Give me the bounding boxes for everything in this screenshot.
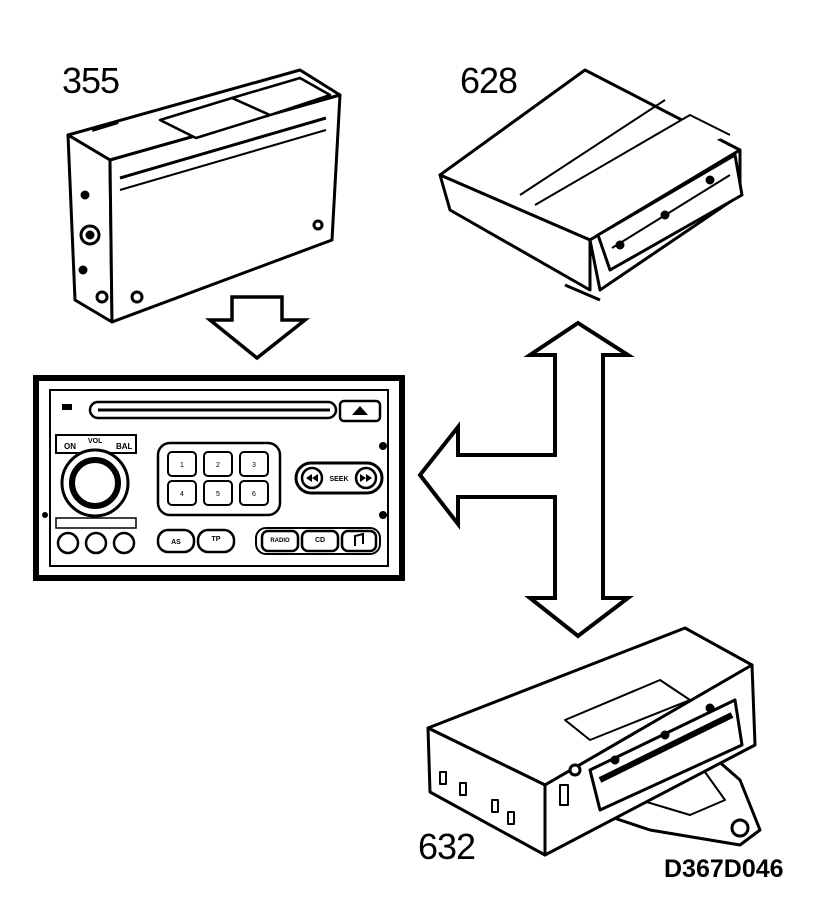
- treble-button[interactable]: [112, 531, 136, 555]
- mid-button[interactable]: [84, 531, 108, 555]
- down-arrow: [205, 295, 311, 361]
- preset-label-5: 5: [216, 491, 220, 498]
- figure-code: D367D046: [664, 855, 784, 883]
- preset-label-2: 2: [216, 462, 220, 469]
- cd-button[interactable]: [300, 529, 340, 553]
- unit-628: [438, 68, 744, 302]
- as-button[interactable]: [156, 528, 196, 554]
- preset-label-4: 4: [180, 491, 184, 498]
- radio-label: RADIO: [270, 538, 290, 544]
- label-355: 355: [62, 60, 120, 101]
- tp-label: TP: [212, 536, 221, 543]
- as-label: AS: [171, 539, 181, 546]
- preset-button-5[interactable]: [203, 480, 233, 506]
- preset-buttons: 1 2 3 4 5 6: [167, 451, 269, 506]
- radio-button[interactable]: [260, 529, 300, 553]
- bal-label: BAL: [116, 442, 133, 451]
- label-632: 632: [418, 826, 476, 867]
- cd-unit-355: [66, 68, 342, 324]
- preset-button-1[interactable]: [167, 451, 197, 477]
- eject-icon: [352, 406, 368, 415]
- label-628: 628: [460, 60, 518, 101]
- bass-button[interactable]: [56, 531, 80, 555]
- preset-button-6[interactable]: [239, 480, 269, 506]
- preset-label-6: 6: [252, 491, 256, 498]
- preset-label-3: 3: [252, 462, 256, 469]
- tp-button[interactable]: [196, 528, 236, 554]
- vol-label: VOL: [88, 438, 103, 445]
- seek-back-icon: [306, 474, 318, 482]
- cd-label: CD: [315, 537, 325, 544]
- seek-forward-icon: [360, 474, 372, 482]
- music-button[interactable]: [340, 529, 378, 553]
- power-label: ON: [64, 442, 76, 451]
- connection-arrows: [417, 320, 635, 639]
- radio-head-unit: ON VOL BAL 1 2 3 4 5 6: [33, 375, 405, 581]
- preset-label-1: 1: [180, 462, 184, 469]
- unit-632: [426, 626, 762, 857]
- seek-label: SEEK: [329, 476, 348, 483]
- music-note-icon: [354, 532, 364, 546]
- preset-button-4[interactable]: [167, 480, 197, 506]
- preset-button-3[interactable]: [239, 451, 269, 477]
- preset-button-2[interactable]: [203, 451, 233, 477]
